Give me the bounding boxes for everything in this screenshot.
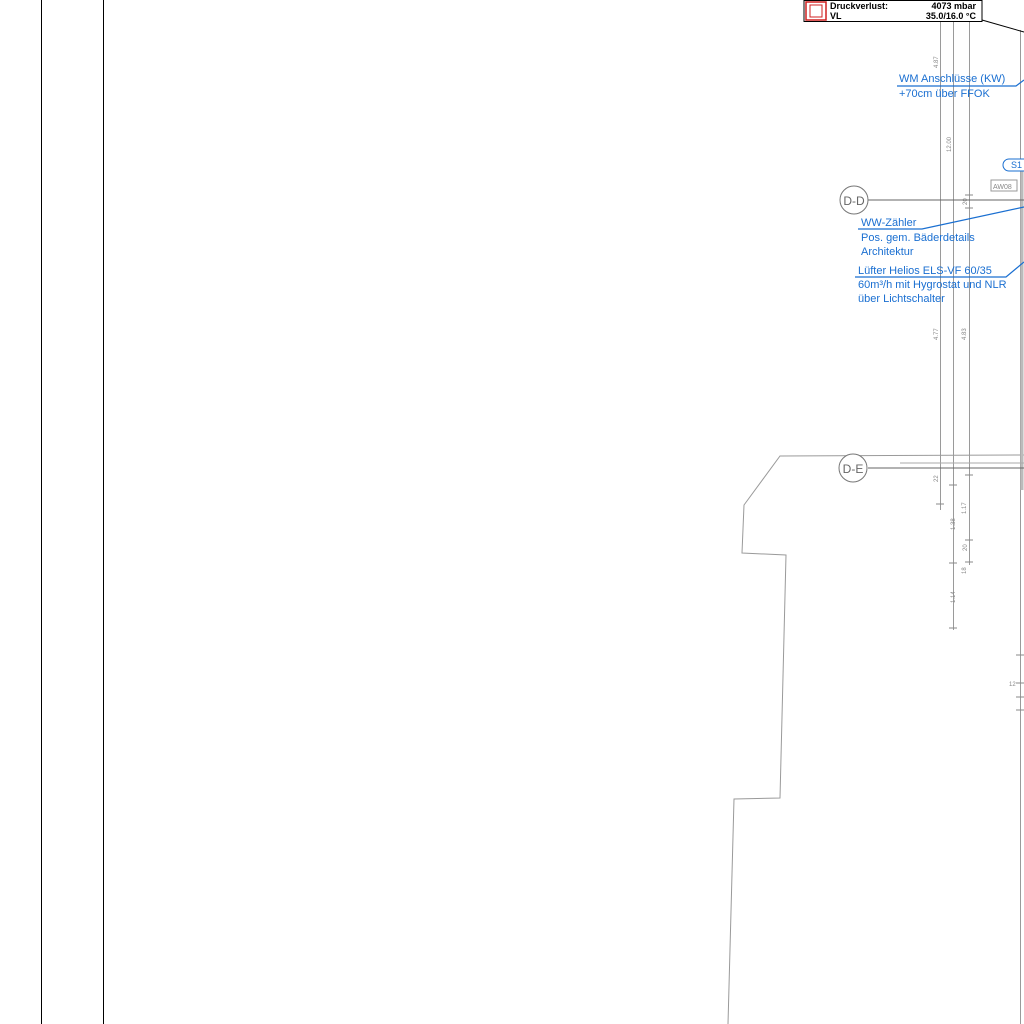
- svg-text:20: 20: [963, 544, 969, 551]
- svg-text:4.87: 4.87: [934, 56, 940, 68]
- svg-text:Lüfter Helios ELS-VF 60/35: Lüfter Helios ELS-VF 60/35: [858, 265, 992, 277]
- tag-aw08-label: AW08: [993, 184, 1012, 191]
- section-marker-de: D-E: [838, 453, 868, 483]
- svg-text:Pos. gem. Bäderdetails: Pos. gem. Bäderdetails: [861, 232, 975, 244]
- svg-text:60m³/h mit Hygrostat und NLR: 60m³/h mit Hygrostat und NLR: [858, 279, 1007, 291]
- building-outline: [727, 454, 1024, 1024]
- svg-text:D-D: D-D: [843, 194, 865, 208]
- svg-text:20: 20: [963, 198, 969, 205]
- annotation-ww: WW-Zähler Pos. gem. Bäderdetails Archite…: [858, 206, 1024, 258]
- legend-row1-label: Druckverlust:: [830, 1, 888, 11]
- legend-row1-value: 4073 mbar: [931, 1, 976, 11]
- svg-text:12: 12: [1009, 682, 1016, 688]
- annotation-luefter: Lüfter Helios ELS-VF 60/35 60m³/h mit Hy…: [855, 261, 1024, 305]
- svg-text:1.17: 1.17: [962, 502, 968, 514]
- svg-text:12.00: 12.00: [947, 136, 953, 152]
- svg-text:1.38: 1.38: [951, 518, 957, 530]
- tag-s1-label: S1: [1011, 160, 1022, 170]
- svg-text:4.83: 4.83: [962, 328, 968, 340]
- legend-box: Druckverlust: 4073 mbar VL 35.0/16.0 °C: [803, 0, 983, 22]
- tag-aw08: [990, 179, 1018, 192]
- logo-icon: [805, 1, 827, 21]
- annotation-wm: WM Anschlüsse (KW) +70cm über FFOK: [897, 73, 1024, 100]
- svg-text:WM Anschlüsse (KW): WM Anschlüsse (KW): [899, 73, 1005, 85]
- legend-row2-value: 35.0/16.0 °C: [926, 11, 977, 21]
- svg-text:+70cm über FFOK: +70cm über FFOK: [899, 88, 990, 100]
- svg-text:4.77: 4.77: [934, 328, 940, 340]
- svg-text:1.14: 1.14: [951, 591, 957, 603]
- dimension-labels: 4.87 12.00 20 4.77 4.83 22 1.17 1.38 20 …: [934, 56, 1016, 688]
- svg-text:22: 22: [934, 475, 940, 482]
- tag-s1: [1002, 158, 1024, 172]
- svg-text:18: 18: [962, 567, 968, 574]
- svg-text:über Lichtschalter: über Lichtschalter: [858, 293, 945, 305]
- section-marker-dd: D-D: [839, 185, 869, 215]
- svg-text:Architektur: Architektur: [861, 246, 914, 258]
- dimension-lines: [940, 22, 1024, 1024]
- svg-text:WW-Zähler: WW-Zähler: [861, 217, 917, 229]
- dimension-ticks: [936, 194, 1024, 711]
- leader-line-box: [981, 19, 1024, 33]
- legend-row2-label: VL: [830, 11, 842, 21]
- svg-text:D-E: D-E: [843, 462, 864, 476]
